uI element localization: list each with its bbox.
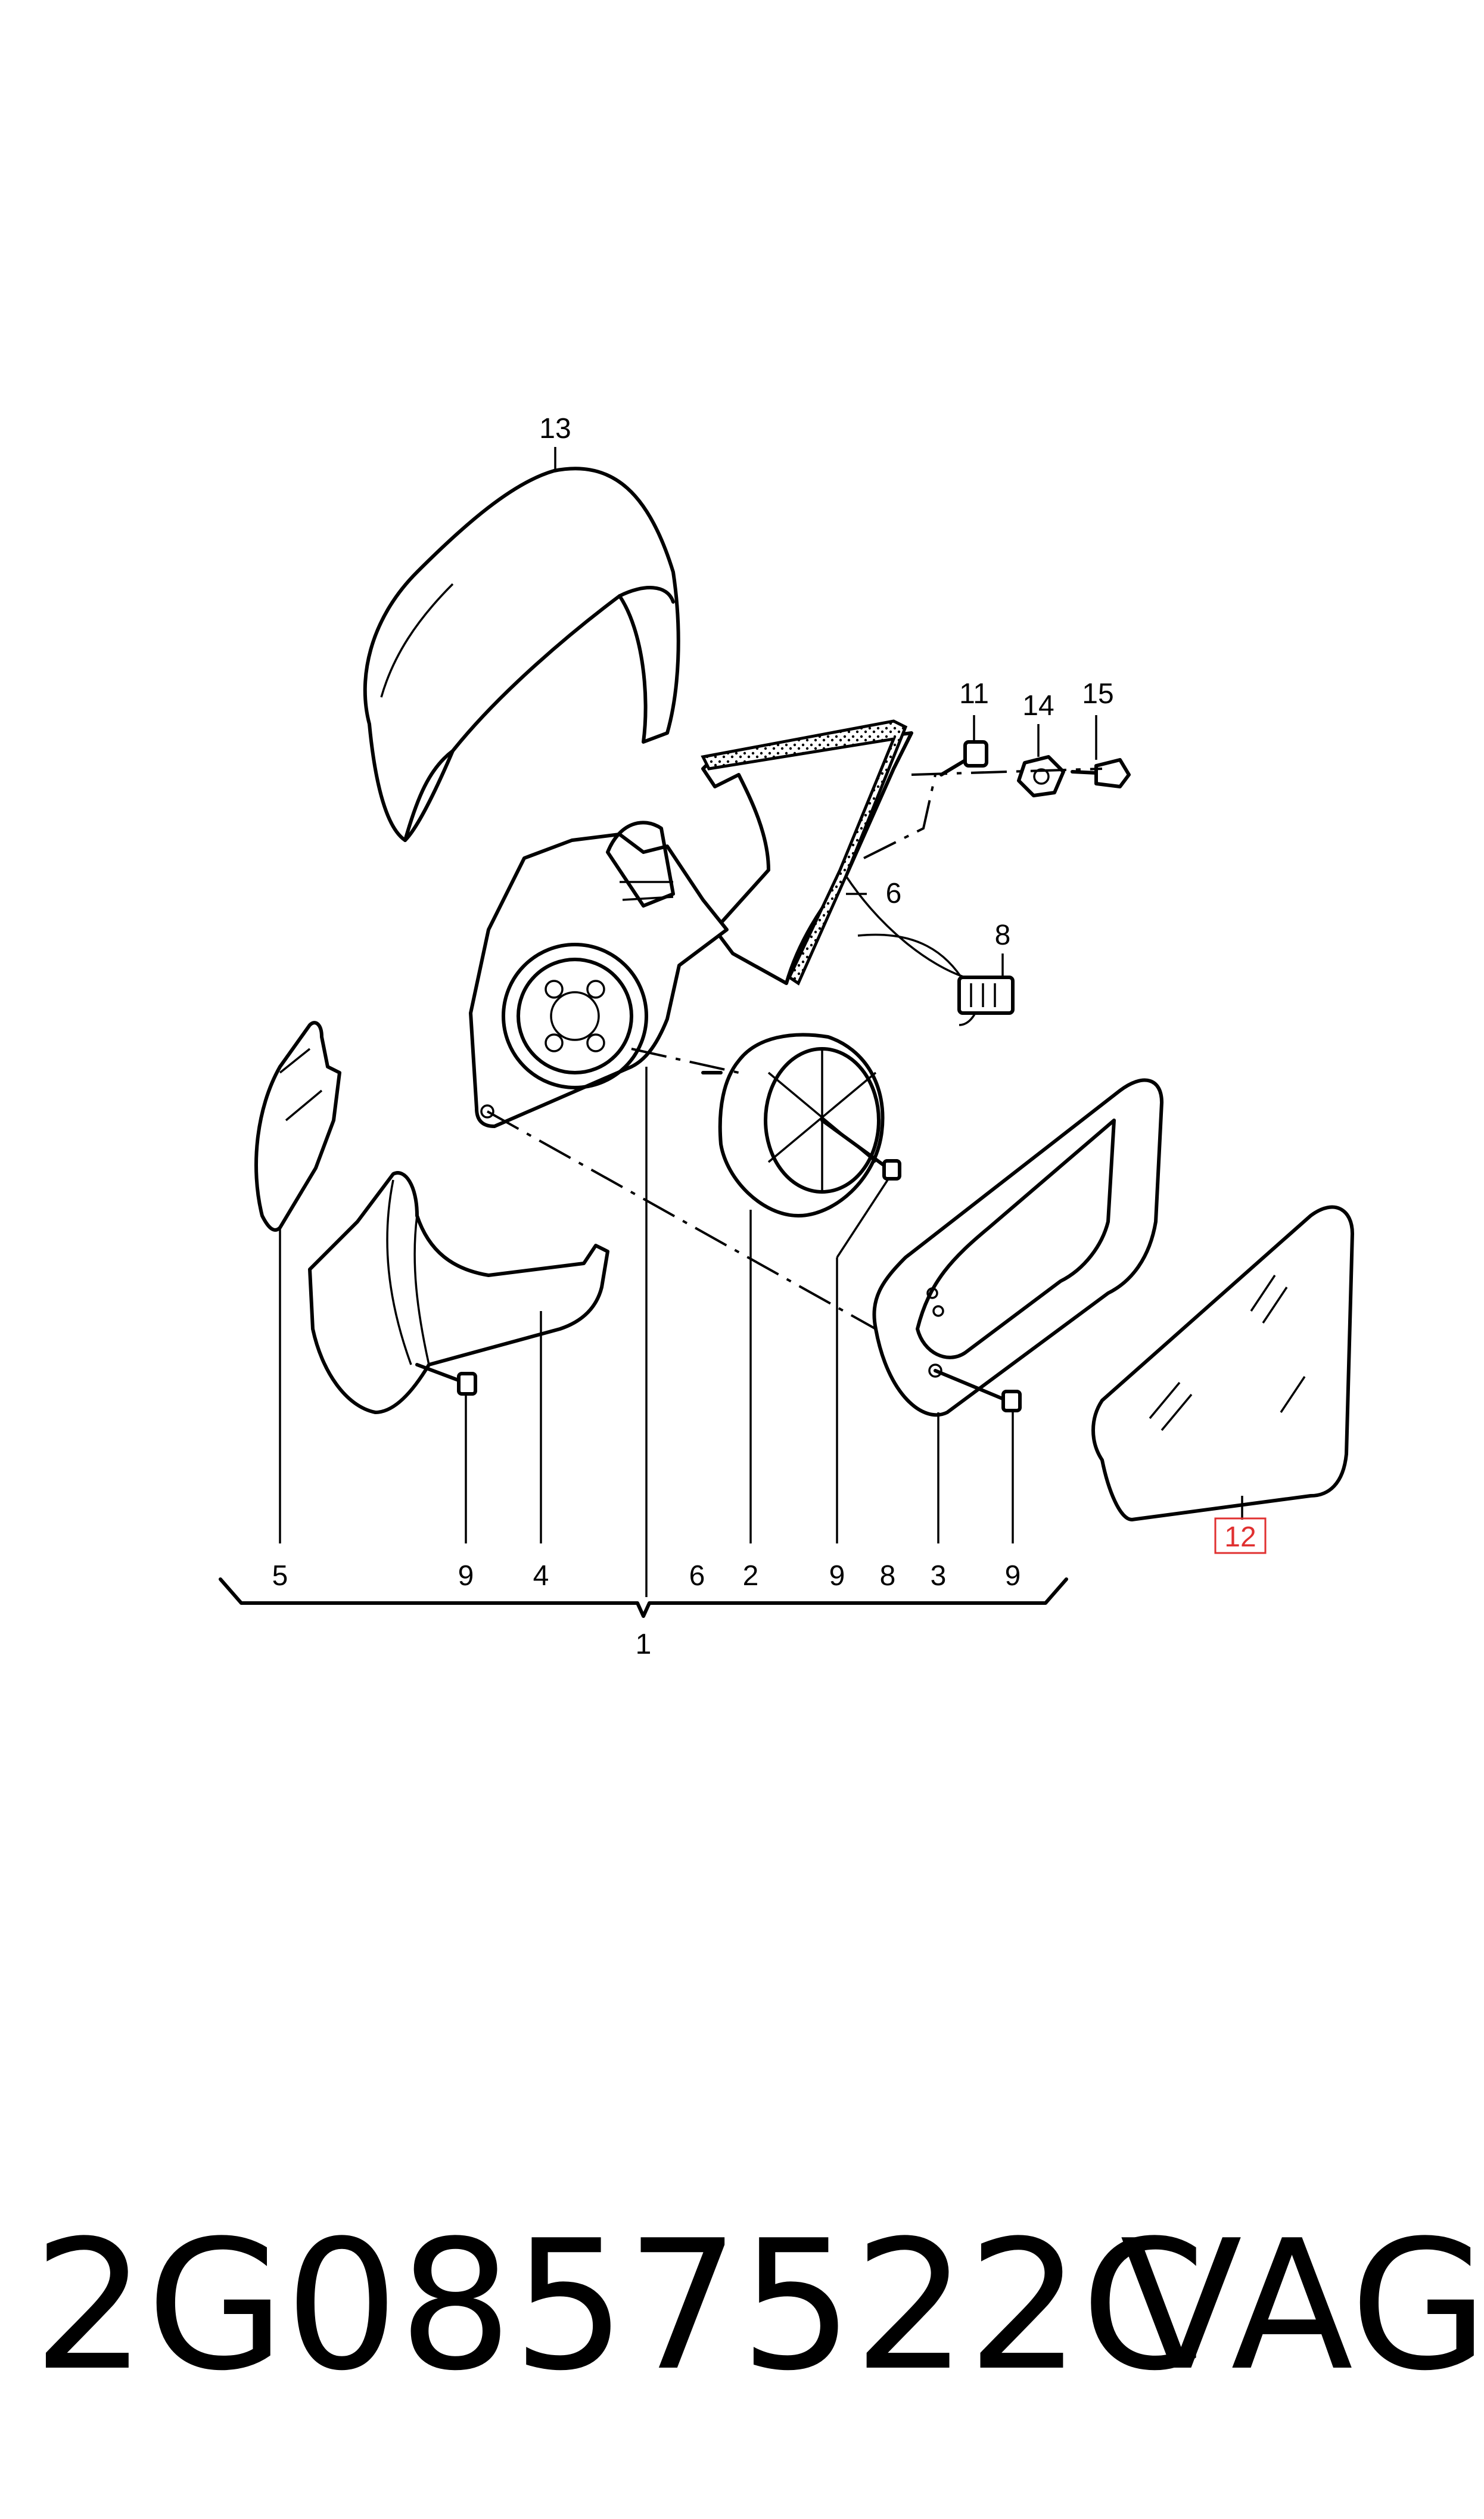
callout-9-left: 9	[458, 1560, 474, 1592]
callout-5: 5	[272, 1560, 288, 1592]
callout-3: 3	[931, 1560, 947, 1592]
callout-12: 12	[1224, 1521, 1256, 1553]
callout-8-connector: 8	[995, 920, 1011, 951]
nut-14	[1017, 755, 1065, 797]
mirror-cover-part	[363, 467, 680, 842]
clip-15	[1071, 758, 1131, 788]
callout-6-housing: 6	[886, 878, 902, 909]
actuator-part	[701, 1033, 885, 1217]
lower-cover-part	[308, 1171, 609, 1414]
callout-15: 15	[1082, 678, 1113, 710]
leader-lines	[279, 447, 1243, 1597]
callout-4: 4	[533, 1560, 549, 1592]
callout-8-row: 8	[880, 1560, 896, 1592]
connector-8	[857, 933, 1015, 1015]
glass-carrier-part	[872, 1078, 1163, 1417]
callout-9-middle: 9	[829, 1560, 845, 1592]
callout-11: 11	[959, 678, 989, 710]
brand-name: VAG	[1120, 2202, 1484, 2410]
screw-11	[939, 740, 988, 776]
alignment-line-bottom	[487, 1110, 876, 1330]
alignment-line-gasket	[863, 774, 937, 859]
callout-12-highlight: 12	[1214, 1517, 1267, 1554]
callout-9-right: 9	[1005, 1560, 1021, 1592]
callout-6-row: 6	[689, 1560, 705, 1592]
part-number: 2G0857522C	[33, 2202, 1206, 2410]
alignment-line-actuator	[631, 1048, 739, 1074]
screw-9-actuator	[820, 1119, 901, 1181]
screw-9-carrier	[934, 1369, 1022, 1412]
mirror-glass-part	[1091, 1205, 1354, 1521]
callout-2: 2	[743, 1560, 759, 1592]
callout-14: 14	[1022, 690, 1054, 722]
housing-frame-part	[701, 719, 980, 1026]
group-bracket	[219, 1577, 1068, 1618]
callout-1: 1	[636, 1629, 652, 1660]
callout-13: 13	[539, 413, 571, 445]
footer: 2G0857522C VAG	[0, 2205, 1484, 2455]
mirror-base-part	[469, 821, 729, 1128]
alignment-line-top	[911, 768, 1103, 776]
side-trim-part	[254, 1021, 341, 1232]
screw-9-left	[415, 1363, 477, 1396]
